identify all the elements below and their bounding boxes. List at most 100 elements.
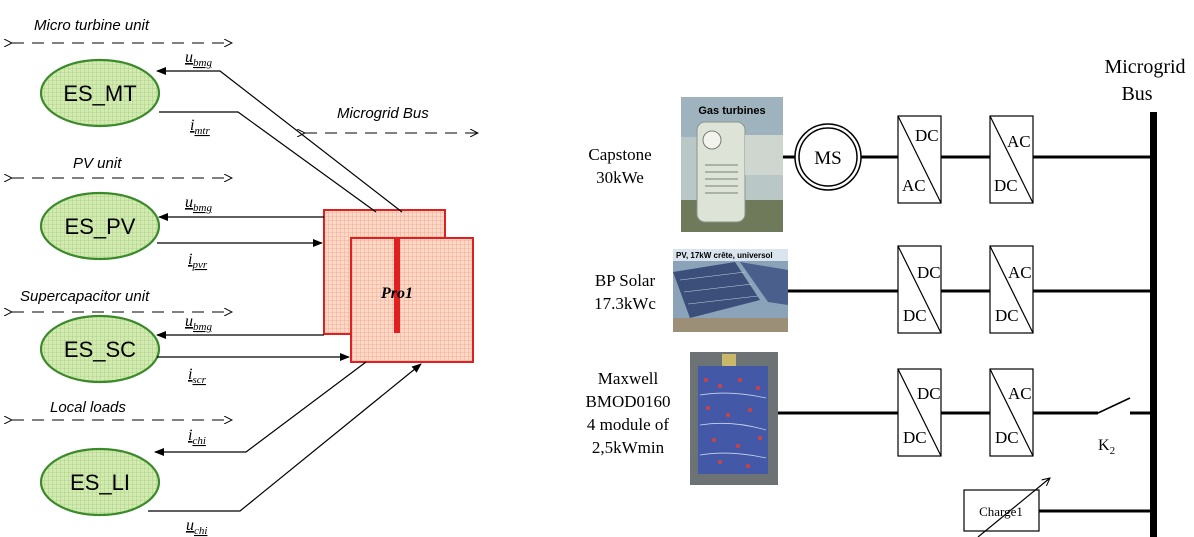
converter-dc-ac-1-top: DC: [915, 126, 939, 145]
bus-label-line2: Bus: [1121, 83, 1152, 105]
signal-i-mt-sub: mtr: [194, 125, 210, 137]
source-capstone-line2: 30kWe: [596, 168, 644, 187]
switch-k2-base: K: [1098, 437, 1110, 454]
signal-u-pv-base: u: [185, 194, 193, 211]
node-es-li: ES_LI: [39, 447, 161, 517]
svg-text:imtr: imtr: [190, 117, 210, 137]
signal-i-sc-sub: scr: [192, 374, 206, 386]
signal-i-li-base: i: [188, 427, 192, 444]
label-microgrid-bus: Microgrid Bus: [337, 105, 429, 122]
svg-text:ubmg: ubmg: [185, 313, 212, 333]
bus-label-line1: Microgrid: [1104, 56, 1185, 78]
header-micro-turbine: Micro turbine unit: [12, 17, 232, 43]
converter-dc-dc-3-bottom: DC: [903, 428, 927, 447]
converter-dc-ac-1-bottom: AC: [902, 176, 926, 195]
svg-text:ubmg: ubmg: [185, 194, 212, 214]
processor-label: Pro1: [380, 285, 413, 302]
converter-ac-dc-1: AC DC: [989, 115, 1034, 204]
node-es-mt-label: ES_MT: [63, 81, 136, 106]
signal-u-pv: ubmg: [185, 194, 212, 214]
label-pv-unit: PV unit: [73, 155, 122, 172]
source-bpsolar-label: BP Solar 17.3kWc: [594, 271, 656, 313]
row-bpsolar: DC DC AC DC: [788, 245, 1153, 334]
source-capstone-label: Capstone 30kWe: [588, 145, 651, 187]
switch-k2-sub: 2: [1110, 445, 1116, 457]
converter-ac-dc-3-bottom: DC: [995, 428, 1019, 447]
left-diagram: Micro turbine unit PV unit Supercapacito…: [12, 17, 478, 537]
photo-supercap: [690, 352, 778, 485]
row-capstone: MS DC AC AC DC: [783, 115, 1153, 204]
node-es-sc: ES_SC: [39, 314, 161, 384]
signal-u-sc-sub: bmg: [193, 321, 212, 333]
microgrid-bus-bar: [1150, 112, 1157, 537]
converter-dc-dc-2-bottom: DC: [903, 306, 927, 325]
switch-k2: K2: [1097, 397, 1153, 457]
signal-u-sc: ubmg: [185, 313, 212, 333]
signal-u-sc-base: u: [185, 313, 193, 330]
source-maxwell-line1: Maxwell: [598, 369, 659, 388]
connections: [148, 67, 422, 512]
photo-gas-turbine-label: Gas turbines: [698, 105, 765, 117]
svg-text:iscr: iscr: [188, 366, 207, 386]
processor-pro1: Pro1: [323, 209, 474, 363]
signal-i-li-sub: chi: [192, 435, 205, 447]
converter-ac-dc-2-bottom: DC: [995, 306, 1019, 325]
converter-ac-dc-3-top: AC: [1008, 384, 1032, 403]
signal-i-sc: iscr: [188, 366, 207, 386]
signal-u-li: uchi: [186, 517, 207, 537]
header-supercap: Supercapacitor unit: [12, 288, 232, 312]
converter-dc-ac-1: DC AC: [897, 115, 942, 204]
source-bpsolar-line2: 17.3kWc: [594, 294, 656, 313]
signal-i-li: ichi: [188, 427, 206, 447]
node-es-pv-label: ES_PV: [65, 214, 136, 239]
signal-u-pv-sub: bmg: [193, 202, 212, 214]
source-bpsolar-line1: BP Solar: [595, 271, 656, 290]
node-es-mt: ES_MT: [39, 58, 161, 128]
signal-u-mt-sub: bmg: [193, 57, 212, 69]
signal-u-mt-base: u: [185, 49, 193, 66]
signal-i-sc-base: i: [188, 366, 192, 383]
svg-text:uchi: uchi: [186, 517, 207, 537]
node-es-sc-label: ES_SC: [64, 337, 136, 362]
source-maxwell-line2: BMOD0160: [585, 392, 670, 411]
header-loads: Local loads: [12, 399, 232, 420]
signal-i-pv-sub: pvr: [191, 259, 207, 271]
converter-ac-dc-1-top: AC: [1007, 132, 1031, 151]
converter-ac-dc-1-bottom: DC: [994, 176, 1018, 195]
converter-dc-dc-3-top: DC: [917, 384, 941, 403]
converter-ac-dc-3: AC DC: [989, 368, 1034, 457]
source-maxwell-label: Maxwell BMOD0160 4 module of 2,5kWmin: [585, 369, 670, 457]
source-maxwell-line3: 4 module of: [587, 415, 669, 434]
converter-ac-dc-2: AC DC: [989, 245, 1034, 334]
label-supercapacitor-unit: Supercapacitor unit: [20, 288, 150, 305]
photo-pv-label: PV, 17kW crête, universol: [676, 251, 773, 260]
label-micro-turbine-unit: Micro turbine unit: [34, 17, 150, 34]
signal-i-pv: ipvr: [188, 251, 208, 271]
source-capstone-line1: Capstone: [588, 145, 651, 164]
photo-gas-turbine: Gas turbines: [681, 97, 783, 232]
signal-u-mt: ubmg: [185, 49, 212, 69]
signal-u-li-sub: chi: [194, 525, 207, 537]
svg-text:K2: K2: [1098, 437, 1115, 457]
converter-dc-dc-3: DC DC: [897, 368, 942, 457]
label-local-loads: Local loads: [50, 399, 126, 416]
header-microgrid-bus: Microgrid Bus: [305, 105, 478, 133]
machine-ms-label: MS: [814, 148, 841, 169]
signal-i-mt: imtr: [190, 117, 210, 137]
svg-text:ubmg: ubmg: [185, 49, 212, 69]
node-es-pv: ES_PV: [39, 191, 161, 261]
signal-i-mt-base: i: [190, 117, 194, 134]
node-es-li-label: ES_LI: [70, 470, 130, 495]
load-charge1: Charge1: [963, 478, 1153, 537]
row-maxwell: DC DC AC DC K2: [778, 368, 1153, 457]
signal-u-li-base: u: [186, 517, 194, 534]
header-pv: PV unit: [12, 155, 232, 178]
converter-dc-dc-2: DC DC: [897, 245, 942, 334]
converter-dc-dc-2-top: DC: [917, 263, 941, 282]
right-diagram: Microgrid Bus Capstone 30kWe BP Solar 17…: [585, 56, 1186, 537]
machine-ms: MS: [794, 123, 862, 191]
photo-pv-panels: PV, 17kW crête, universol: [673, 249, 788, 332]
load-charge1-label: Charge1: [979, 504, 1023, 519]
source-maxwell-line4: 2,5kWmin: [592, 438, 665, 457]
